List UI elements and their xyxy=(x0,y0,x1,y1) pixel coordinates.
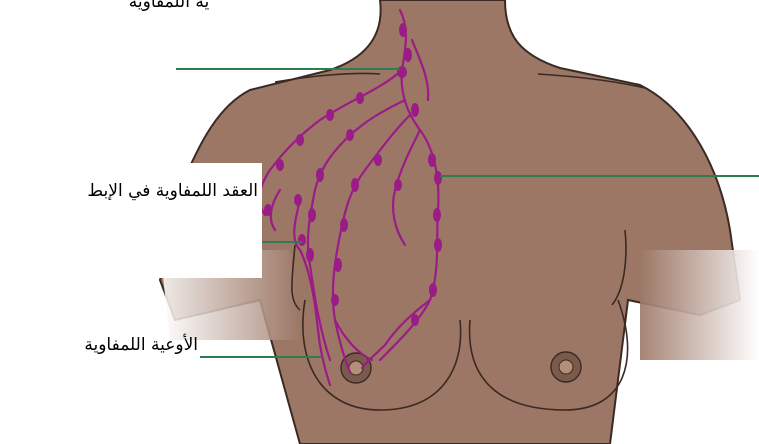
node xyxy=(434,171,442,185)
node xyxy=(334,258,342,272)
label-top-partial: ية اللمفاوية xyxy=(124,0,214,13)
node xyxy=(428,153,436,167)
node xyxy=(434,238,442,252)
node xyxy=(306,248,314,262)
node xyxy=(397,66,407,78)
right-arm-fade xyxy=(640,250,759,360)
node xyxy=(429,283,437,297)
label-axillary-nodes: العقد اللمفاوية في الإبط xyxy=(8,180,258,202)
node xyxy=(404,48,412,62)
node xyxy=(433,208,441,222)
node xyxy=(294,194,302,206)
node xyxy=(298,234,306,246)
node xyxy=(374,154,382,166)
label-lymph-vessels: الأوعية اللمفاوية xyxy=(8,334,198,356)
node xyxy=(411,314,419,326)
node xyxy=(351,178,359,192)
node xyxy=(326,109,334,121)
node xyxy=(394,179,402,191)
node xyxy=(331,294,339,306)
node xyxy=(276,159,284,171)
node xyxy=(308,208,316,222)
node xyxy=(356,92,364,104)
right-nipple xyxy=(559,360,573,374)
node xyxy=(316,168,324,182)
node xyxy=(296,134,304,146)
node xyxy=(399,23,407,37)
node xyxy=(346,129,354,141)
node xyxy=(411,103,419,117)
node xyxy=(340,218,348,232)
node xyxy=(264,204,272,216)
